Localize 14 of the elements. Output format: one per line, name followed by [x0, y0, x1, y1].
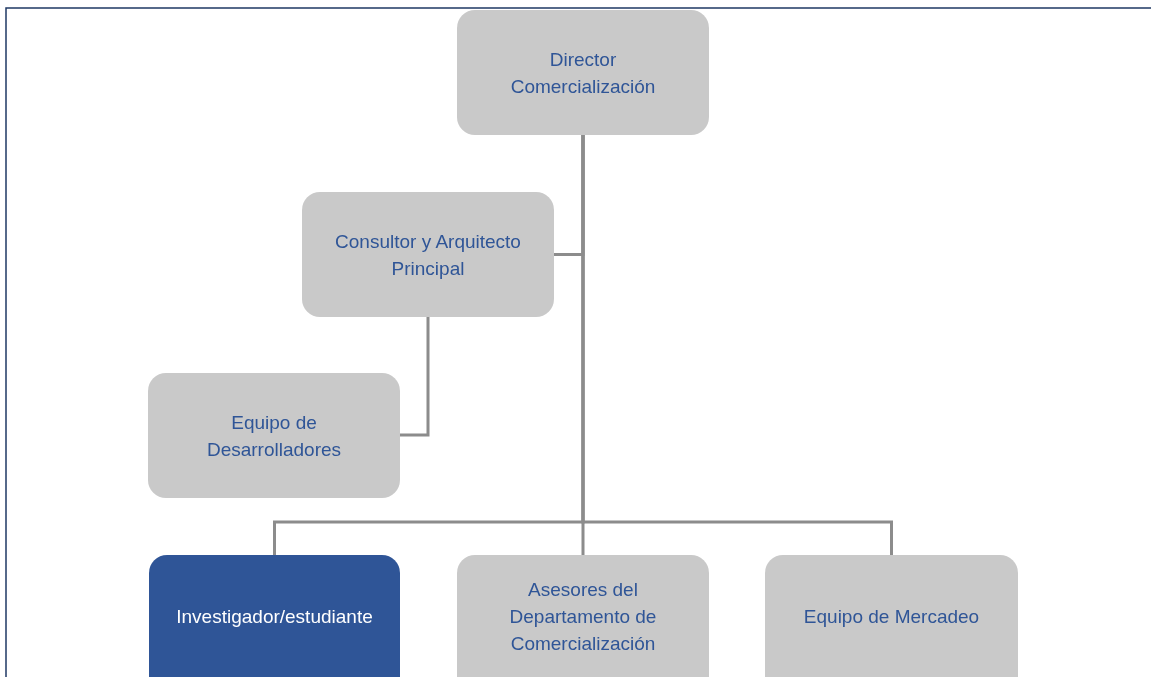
org-box: [457, 10, 709, 135]
role-label: Equipo de Mercadeo: [803, 604, 980, 629]
org-box: [149, 555, 400, 677]
role-label: Asesores del Departamento de Comercialización: [508, 577, 658, 656]
org-box: [148, 373, 400, 498]
org-box: [457, 555, 709, 677]
org-box: [765, 555, 1018, 677]
role-label: Investigador/estudiante: [176, 604, 373, 629]
role-label: Consultor y Arquitecto Principal: [334, 229, 522, 281]
connector-line: [581, 135, 893, 555]
role-label: Equipo de Desarrolladores: [205, 410, 343, 462]
connector-line: [400, 317, 430, 437]
org-box: [302, 192, 554, 317]
role-label: Director Comercialización: [509, 47, 657, 99]
